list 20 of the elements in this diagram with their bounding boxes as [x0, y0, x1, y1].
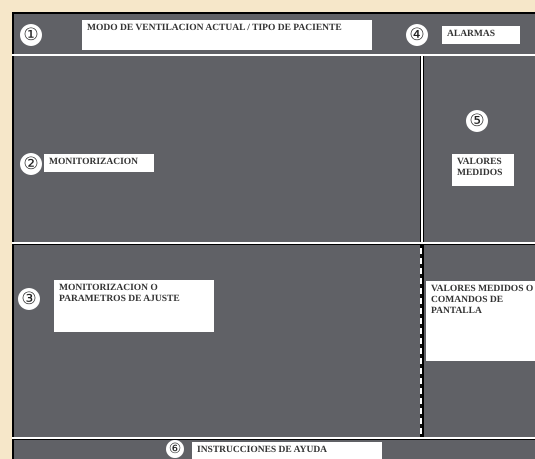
screen-label: MODO DE VENTILACION ACTUAL / TIPO DE PACIENTE [82, 20, 372, 50]
screen-panel [14, 14, 392, 54]
screen-panel [392, 14, 535, 54]
screen-panel [424, 56, 535, 242]
screen-panel [14, 56, 420, 242]
callout-number: ⑥ [166, 440, 184, 458]
screen-panel [14, 440, 535, 459]
screen-label: INSTRUCCIONES DE AYUDA [192, 442, 382, 459]
screen-panel [14, 245, 420, 437]
screen-label: VALORES MEDIDOS [452, 154, 514, 186]
screen-label: MONITORIZACION O PARAMETROS DE AJUSTE [54, 280, 214, 332]
callout-number: ③ [18, 288, 40, 310]
screen-label: VALORES MEDIDOS O COMANDOS DE PANTALLA [426, 281, 535, 361]
callout-number: ② [20, 153, 42, 175]
callout-number: ④ [406, 24, 428, 46]
screen-label: ALARMAS [442, 26, 520, 44]
callout-number: ⑤ [466, 110, 488, 132]
screen-label: MONITORIZACION [44, 154, 154, 172]
screen-panel [424, 245, 535, 437]
callout-number: ① [20, 24, 42, 46]
